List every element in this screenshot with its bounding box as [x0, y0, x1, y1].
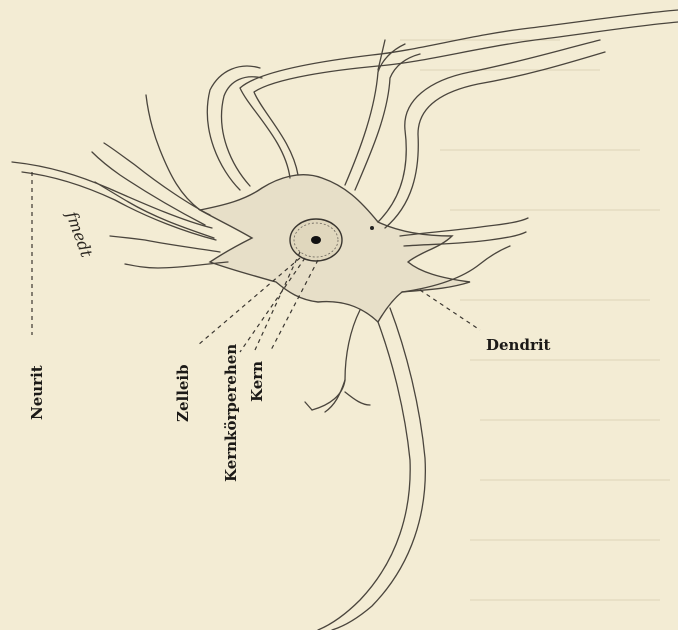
label-neurit: Neurit: [28, 365, 46, 420]
nucleolus: [311, 236, 321, 244]
handwritten-mark: fmedt: [62, 208, 97, 260]
label-dendrit: Dendrit: [486, 336, 550, 354]
label-zelleib: Zelleib: [174, 364, 192, 422]
label-kernkoerperchen: Kernkörperehen: [222, 344, 240, 482]
label-kern: Kern: [248, 361, 266, 402]
bleed-through: [400, 40, 670, 600]
dendrites: [12, 10, 678, 630]
